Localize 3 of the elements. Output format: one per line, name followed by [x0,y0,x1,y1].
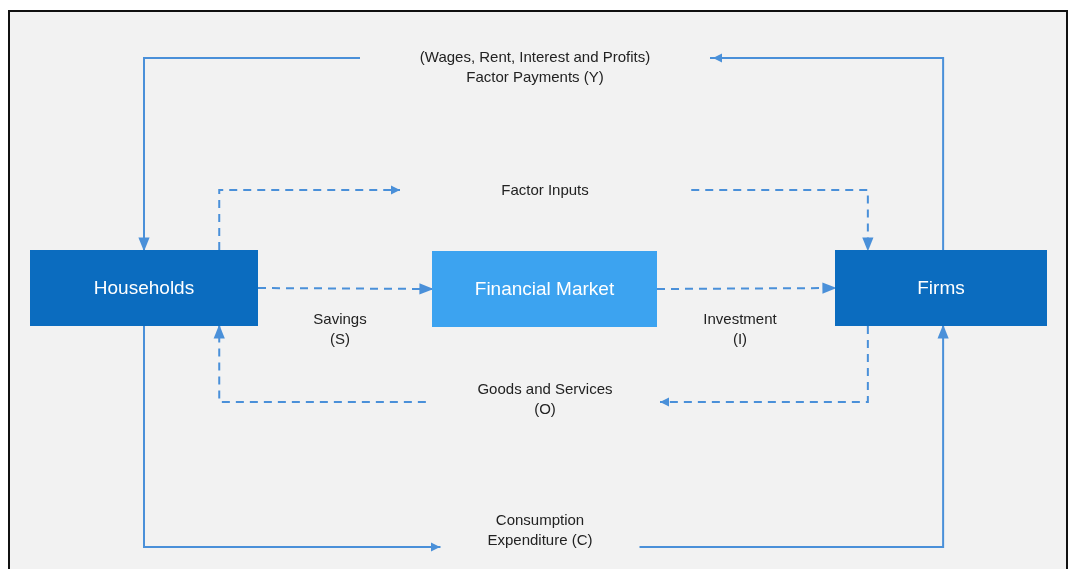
process-box: Firms [835,250,1047,326]
process-box: Financial Market [432,251,657,327]
process-box: Households [30,250,258,326]
